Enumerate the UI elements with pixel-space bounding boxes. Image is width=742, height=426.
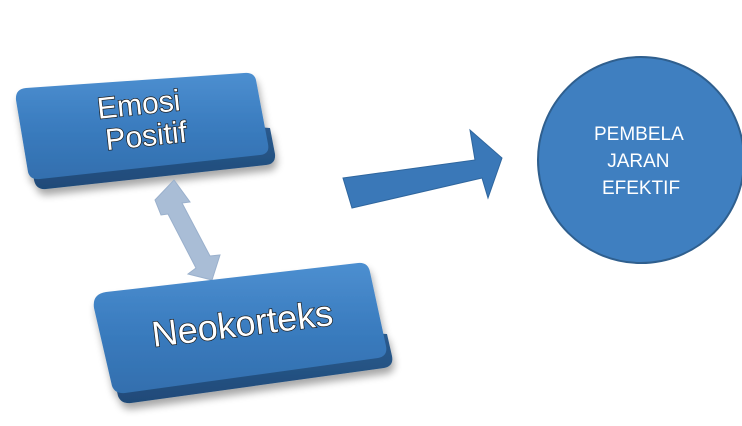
pembelajaran-efektif-node: PEMBELA JARAN EFEKTIF (537, 56, 742, 264)
neokorteks-box: Neokorteks (93, 262, 393, 404)
right-arrow (342, 128, 503, 209)
emosi-positif-line-2: Positif (104, 116, 189, 157)
emosi-positif-label: Emosi Positif (96, 83, 194, 157)
pembelajaran-efektif-line-3: EFEKTIF (602, 178, 680, 199)
pembelajaran-efektif-line-1: PEMBELA (594, 124, 684, 145)
pembelajaran-efektif-circle (537, 56, 742, 264)
pembelajaran-efektif-line-2: JARAN (607, 151, 669, 172)
neokorteks-box-face (93, 262, 387, 394)
emosi-positif-box-face (15, 72, 269, 180)
pembelajaran-efektif-label: PEMBELA JARAN EFEKTIF (594, 124, 688, 199)
double-arrow (154, 179, 221, 281)
emosi-positif-box: Emosi Positif (15, 72, 276, 190)
